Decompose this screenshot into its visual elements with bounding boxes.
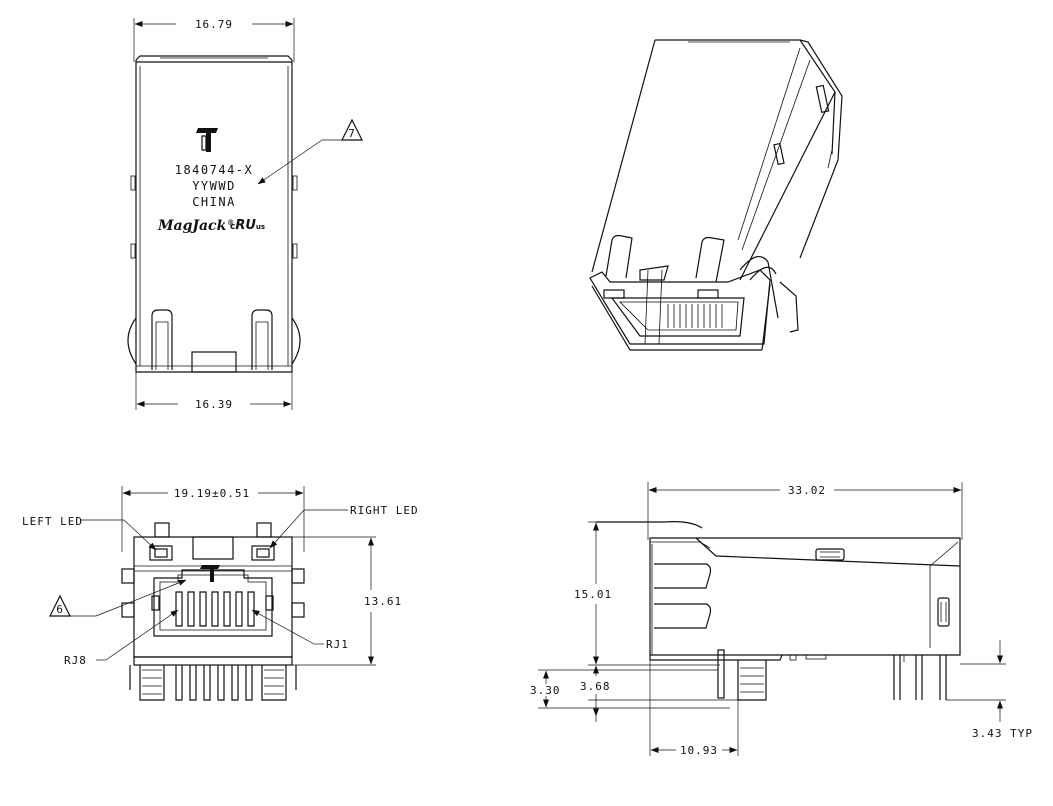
date-code-text: YYWWD	[192, 179, 236, 193]
country-text: CHINA	[192, 195, 236, 209]
pin-length-label: 3.43 TYP	[972, 727, 1033, 740]
front-height-dimension: 13.61	[364, 537, 402, 665]
offset-b-label: 3.68	[580, 680, 611, 693]
pin-position-label: 10.93	[680, 744, 718, 757]
agency-mark: cRUus	[230, 218, 265, 233]
side-view: 33.02 15.01	[530, 482, 1033, 757]
front-view: 19.19±0.51	[22, 486, 419, 701]
agency-ru: RU	[235, 218, 256, 233]
triangle-callout-icon	[49, 594, 71, 617]
note-6-label: 6	[56, 603, 64, 616]
tyco-logo-icon	[196, 128, 218, 152]
brand-registered: ®	[227, 218, 234, 227]
iso-contacts	[667, 304, 723, 328]
rj8-label: RJ8	[64, 654, 87, 667]
side-length-label: 33.02	[788, 484, 826, 497]
front-width-dimension: 19.19±0.51	[122, 487, 304, 500]
brand-name: MagJack	[157, 218, 227, 234]
offset-b-dimension: 3.68	[580, 665, 611, 717]
side-height-dimension: 15.01	[574, 522, 612, 665]
top-width-dimension: 16.79	[134, 18, 294, 31]
pin-length-dimension: 3.43 TYP	[972, 640, 1033, 740]
left-led-label: LEFT LED	[22, 515, 83, 528]
part-number-text: 1840744-X	[175, 163, 254, 177]
front-width-label: 19.19±0.51	[174, 487, 250, 500]
front-height-label: 13.61	[364, 595, 402, 608]
note-6-callout: 6	[49, 579, 187, 617]
side-length-dimension: 33.02	[648, 484, 962, 497]
front-contacts	[175, 591, 255, 627]
bottom-width-label: 16.39	[195, 398, 233, 411]
top-view: 16.79 1840744-X YYWWD CHINA MagJack®	[127, 18, 363, 411]
right-led-label: RIGHT LED	[350, 504, 419, 517]
pin-position-dimension: 10.93	[650, 744, 738, 757]
agency-us: us	[256, 223, 265, 231]
note-7-label: 7	[348, 127, 356, 140]
note-7-callout: 7	[257, 118, 363, 185]
triangle-callout-icon	[341, 118, 363, 141]
brand-logo: MagJack®	[157, 218, 234, 234]
isometric-view	[589, 39, 843, 351]
offset-a-label: 3.30	[530, 684, 561, 697]
rj1-label: RJ1	[326, 638, 349, 651]
agency-c: c	[230, 222, 235, 232]
top-width-label: 16.79	[195, 18, 233, 31]
bottom-width-dimension: 16.39	[136, 398, 292, 411]
side-height-label: 15.01	[574, 588, 612, 601]
offset-a-dimension: 3.30	[530, 670, 561, 708]
